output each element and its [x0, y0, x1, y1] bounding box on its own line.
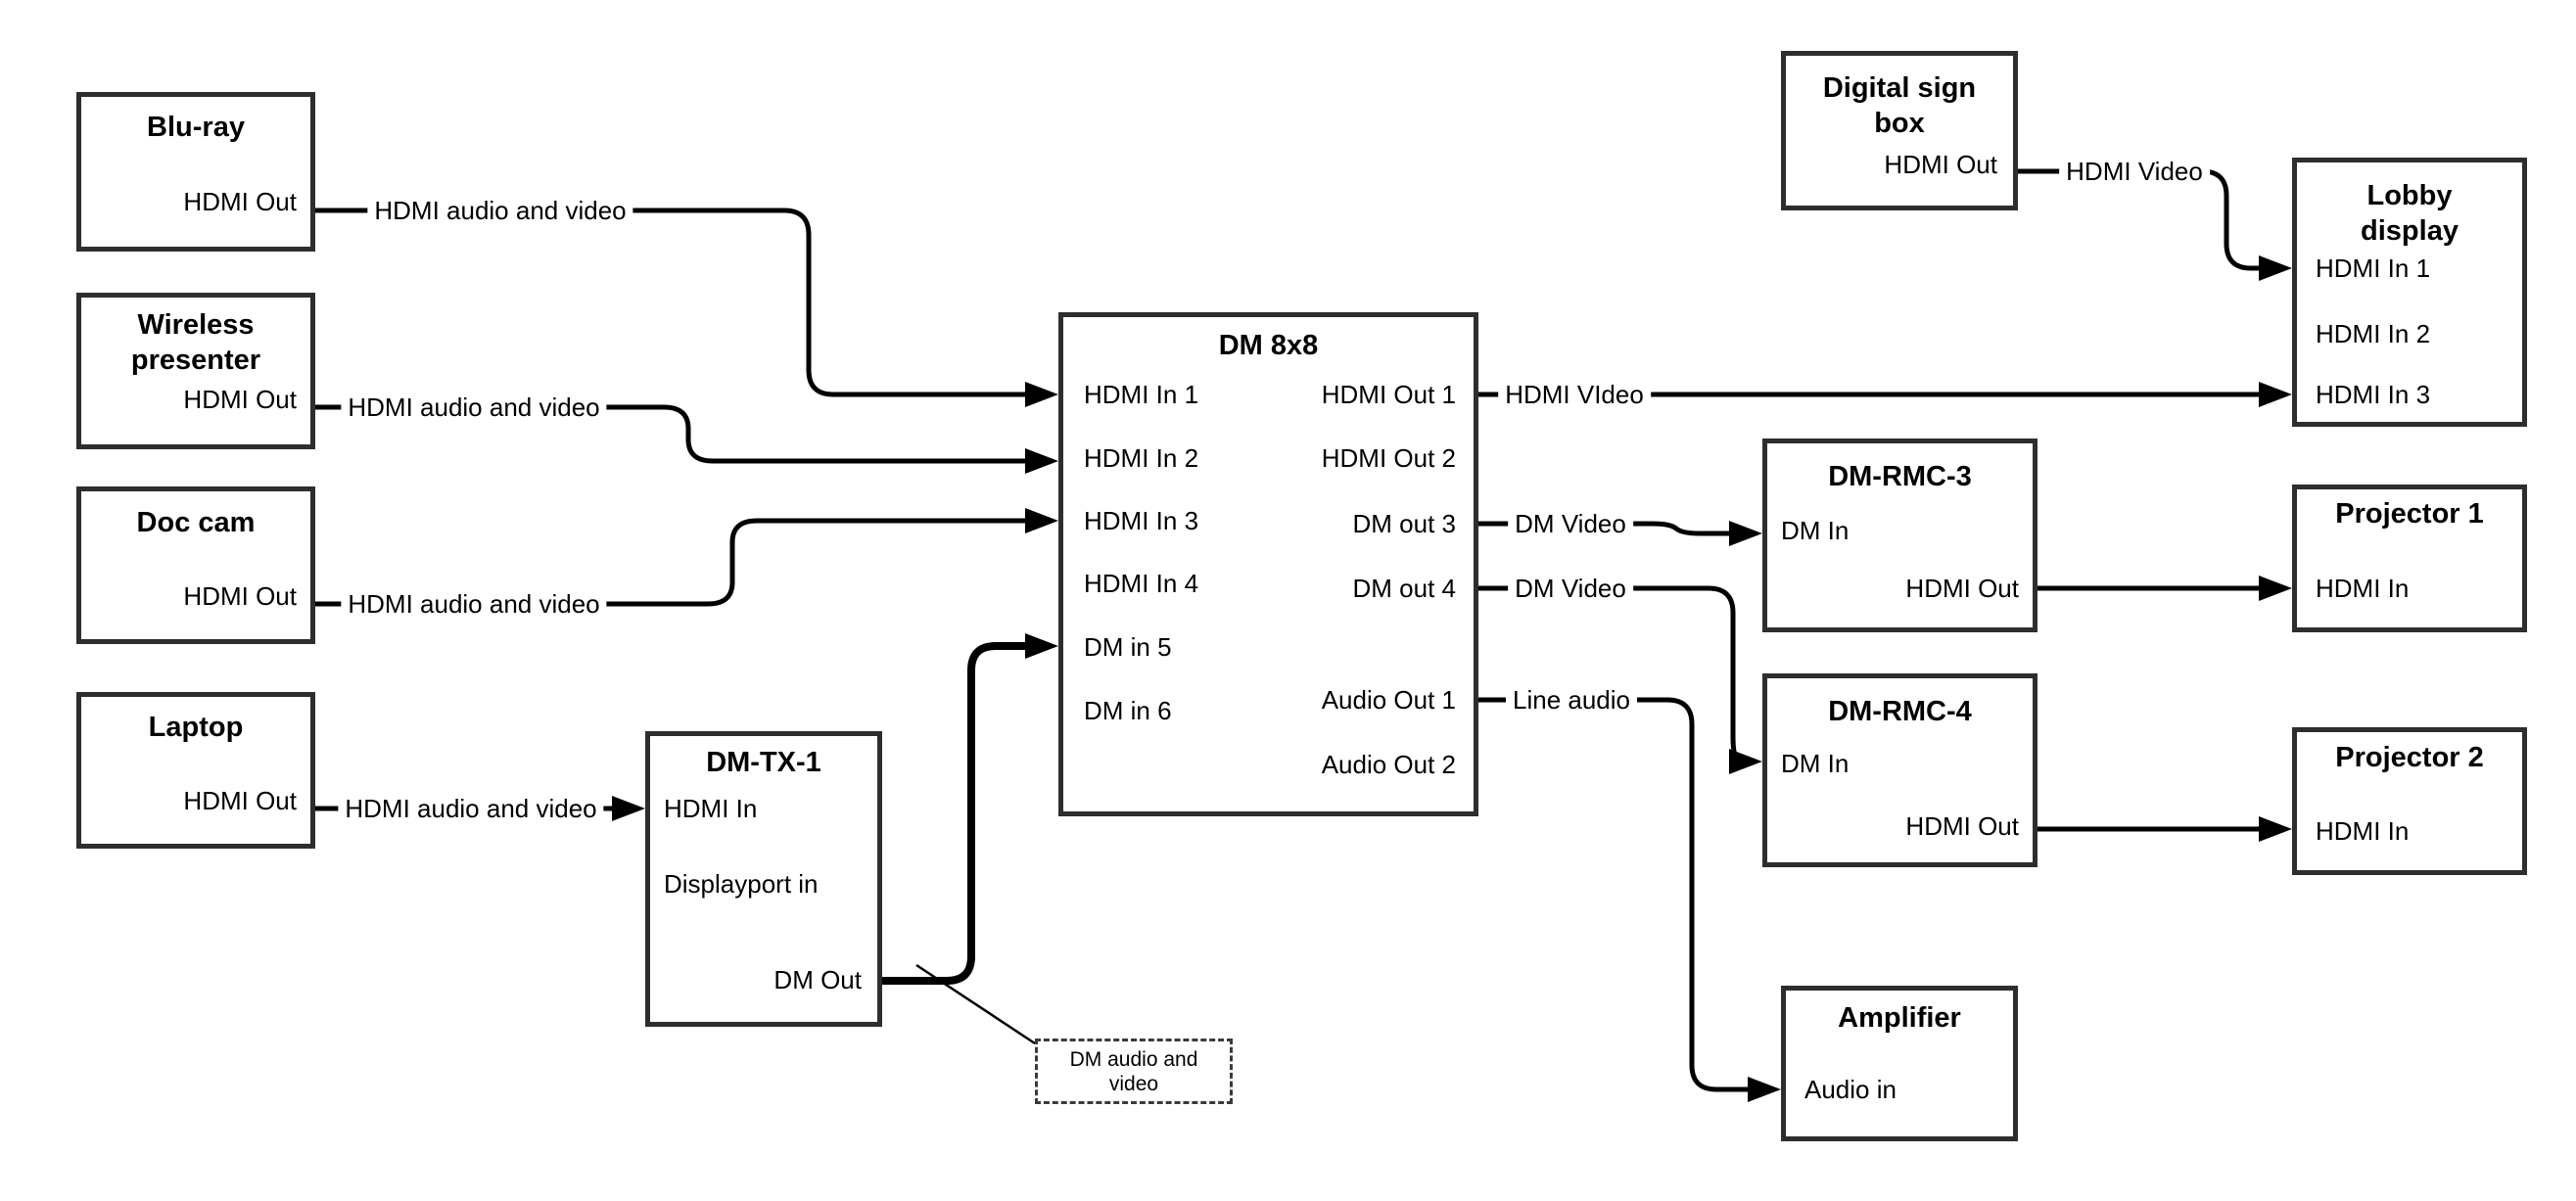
arrowhead-dm8x8-in1 [1025, 382, 1058, 407]
wire-dmtx1-to-dm8x8-in5 [882, 642, 1028, 985]
laptop-title: Laptop [148, 712, 244, 743]
arrowhead-amplifier-audio-in [1748, 1077, 1781, 1102]
box-amplifier: Amplifier Audio in [1781, 986, 2018, 1141]
arrowhead-lobby-in1 [2259, 255, 2292, 281]
box-wireless-presenter: Wireless presenter HDMI Out [76, 293, 315, 449]
digital-sign-title: Digital sign box [1786, 70, 2013, 141]
leader-note-line [915, 963, 1036, 1045]
dm-tx-1-port-hdmi-in: HDMI In [664, 794, 758, 823]
laptop-port-hdmi-out: HDMI Out [183, 786, 297, 815]
doc-cam-title: Doc cam [136, 507, 256, 538]
dm-tx-1-port-dm-out: DM Out [773, 965, 862, 994]
dm-8x8-input-dm-in-6: DM in 6 [1084, 696, 1172, 725]
arrowhead-dmtx1-hdmi-in [612, 796, 645, 821]
arrowhead-dm8x8-in5 [1025, 633, 1058, 659]
box-projector-2: Projector 2 HDMI In [2292, 727, 2527, 875]
box-digital-sign: Digital sign box HDMI Out [1781, 51, 2018, 210]
label-hdmi-video-digitalsign: HDMI Video [2059, 156, 2210, 187]
bluray-port-hdmi-out: HDMI Out [183, 187, 297, 216]
lobby-display-port-hdmi-in-3: HDMI In 3 [2316, 380, 2431, 409]
digital-sign-title-line1: Digital sign [1822, 72, 1977, 104]
doc-cam-port-hdmi-out: HDMI Out [183, 581, 297, 611]
amplifier-title: Amplifier [1838, 1002, 1961, 1034]
arrowhead-dm8x8-in3 [1025, 508, 1058, 533]
dm-tx-1-port-displayport-in: Displayport in [664, 869, 819, 899]
arrowhead-dmrmc4-dm-in [1729, 749, 1762, 774]
wireless-presenter-title-line1: Wireless [137, 309, 255, 341]
dm-8x8-output-hdmi-out-2: HDMI Out 2 [1321, 443, 1456, 473]
dm-8x8-output-hdmi-out-1: HDMI Out 1 [1321, 380, 1456, 409]
wire-dm8x8-out4-to-dmrmc4 [1478, 585, 1742, 764]
dm-rmc-3-port-dm-in: DM In [1781, 516, 1850, 545]
box-dm-tx-1: DM-TX-1 HDMI In Displayport in DM Out [645, 731, 882, 1027]
dm-8x8-input-hdmi-in-1: HDMI In 1 [1084, 380, 1199, 409]
dm-8x8-input-dm-in-5: DM in 5 [1084, 632, 1172, 662]
note-dm-audio-and-video: DM audio and video [1035, 1039, 1233, 1104]
wireless-presenter-title: Wireless presenter [81, 307, 310, 378]
box-laptop: Laptop HDMI Out [76, 692, 315, 849]
wireless-presenter-title-line2: presenter [130, 345, 261, 376]
label-line-audio: Line audio [1506, 684, 1637, 716]
label-hdmi-video-out1: HDMI VIdeo [1498, 379, 1651, 410]
projector-1-title: Projector 1 [2335, 498, 2484, 530]
box-dm-rmc-3: DM-RMC-3 DM In HDMI Out [1762, 439, 2037, 632]
wire-bluray-to-dm8x8-in1 [315, 208, 1032, 397]
label-dm-video-out4: DM Video [1508, 573, 1633, 604]
dm-rmc-3-title: DM-RMC-3 [1828, 461, 1972, 492]
box-projector-1: Projector 1 HDMI In [2292, 485, 2527, 632]
box-dm-rmc-4: DM-RMC-4 DM In HDMI Out [1762, 673, 2037, 867]
dm-8x8-output-dm-out-4: DM out 4 [1352, 574, 1457, 603]
dm-tx-1-title: DM-TX-1 [706, 747, 821, 778]
lobby-display-title-line1: Lobby [2366, 180, 2453, 211]
label-dm-video-out3: DM Video [1508, 508, 1633, 539]
arrowhead-projector2-hdmi-in [2259, 816, 2292, 842]
dm-8x8-input-hdmi-in-2: HDMI In 2 [1084, 443, 1199, 473]
dm-rmc-4-port-hdmi-out: HDMI Out [1905, 811, 2019, 841]
dm-8x8-input-hdmi-in-4: HDMI In 4 [1084, 569, 1199, 598]
bluray-title: Blu-ray [147, 112, 245, 143]
wire-wireless-to-dm8x8-in2 [315, 404, 1032, 464]
projector-2-title: Projector 2 [2335, 742, 2484, 773]
dm-rmc-4-title: DM-RMC-4 [1828, 696, 1972, 727]
dm-8x8-title: DM 8x8 [1218, 330, 1319, 361]
dm-rmc-3-port-hdmi-out: HDMI Out [1905, 574, 2019, 603]
box-doc-cam: Doc cam HDMI Out [76, 486, 315, 644]
label-wireless-hdmi-audio-video: HDMI audio and video [341, 392, 607, 423]
digital-sign-port-hdmi-out: HDMI Out [1884, 150, 1997, 179]
arrowhead-lobby-in3 [2259, 382, 2292, 407]
label-doccam-hdmi-audio-video: HDMI audio and video [341, 588, 607, 620]
wire-dm8x8-out3-to-dmrmc3 [1478, 521, 1736, 536]
arrowhead-dmrmc3-dm-in [1729, 521, 1762, 546]
dm-8x8-output-audio-out-2: Audio Out 2 [1321, 750, 1456, 779]
note-text-line2: video [1108, 1072, 1159, 1095]
lobby-display-title: Lobby display [2297, 178, 2522, 249]
wireless-presenter-port-hdmi-out: HDMI Out [183, 385, 297, 414]
wire-doccam-to-dm8x8-in3 [315, 518, 1032, 607]
digital-sign-title-line2: box [1874, 108, 1925, 139]
lobby-display-port-hdmi-in-1: HDMI In 1 [2316, 254, 2431, 283]
lobby-display-title-line2: display [2361, 215, 2459, 247]
arrowhead-projector1-hdmi-in [2259, 576, 2292, 601]
projector-1-port-hdmi-in: HDMI In [2316, 574, 2410, 603]
dm-rmc-4-port-dm-in: DM In [1781, 749, 1850, 778]
label-laptop-hdmi-audio-video: HDMI audio and video [338, 793, 604, 824]
label-bluray-hdmi-audio-video: HDMI audio and video [367, 195, 633, 226]
box-bluray: Blu-ray HDMI Out [76, 92, 315, 252]
projector-2-port-hdmi-in: HDMI In [2316, 816, 2410, 846]
note-text-line1: DM audio and [1069, 1047, 1198, 1071]
amplifier-port-audio-in: Audio in [1804, 1075, 1897, 1104]
box-dm-8x8: DM 8x8 HDMI In 1 HDMI In 2 HDMI In 3 HDM… [1058, 312, 1478, 816]
arrowhead-dm8x8-in2 [1025, 448, 1058, 474]
lobby-display-port-hdmi-in-2: HDMI In 2 [2316, 319, 2431, 348]
wire-dm8x8-audio1-to-amplifier [1478, 697, 1753, 1092]
box-lobby-display: Lobby display HDMI In 1 HDMI In 2 HDMI I… [2292, 158, 2527, 427]
dm-8x8-output-audio-out-1: Audio Out 1 [1321, 685, 1456, 715]
dm-8x8-output-dm-out-3: DM out 3 [1352, 509, 1457, 538]
wire-digitalsign-to-lobby-in1 [2018, 168, 2266, 271]
dm-8x8-input-hdmi-in-3: HDMI In 3 [1084, 506, 1199, 535]
